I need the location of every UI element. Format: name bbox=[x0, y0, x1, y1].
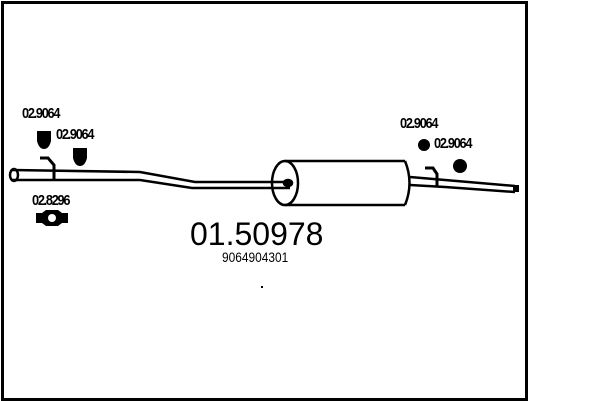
label-clamp-right-2: 02.9064 bbox=[434, 135, 472, 152]
label-clamp-right-1: 02.9064 bbox=[400, 115, 438, 132]
clamp-icon bbox=[418, 139, 430, 151]
label-gasket-left: 02.8296 bbox=[32, 192, 70, 209]
clamp-icon bbox=[37, 131, 51, 149]
dot-mark bbox=[261, 286, 263, 288]
clamp-icon bbox=[73, 148, 87, 166]
clamp-icon bbox=[453, 159, 467, 173]
front-pipe bbox=[11, 168, 290, 184]
label-clamp-left-2: 02.9064 bbox=[56, 126, 94, 143]
oem-number: 9064904301 bbox=[222, 249, 289, 265]
label-clamp-left-1: 02.9064 bbox=[22, 105, 60, 122]
part-number: 01.50978 bbox=[190, 216, 324, 252]
rear-pipe bbox=[409, 175, 516, 188]
muffler-body bbox=[285, 159, 405, 207]
